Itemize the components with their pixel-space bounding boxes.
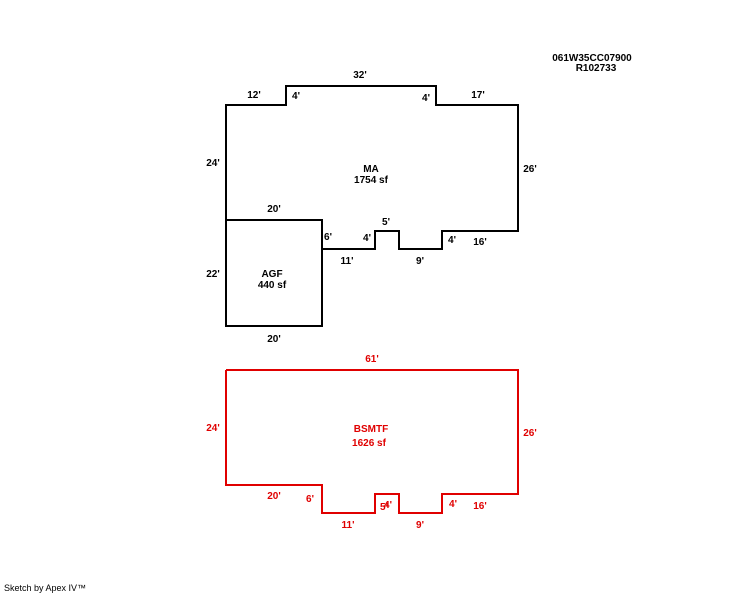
dim-main-bot-mid: 9' (416, 256, 424, 267)
main-area-name: MA (363, 164, 379, 175)
dim-main-bot-right-step: 4' (448, 235, 456, 246)
dim-bsmt-bot-right: 16' (473, 501, 487, 512)
basement-area: 1626 sf (352, 438, 387, 449)
dim-main-bot-left: 11' (341, 256, 354, 267)
dim-bsmt-step-right: 4' (449, 499, 457, 510)
dim-main-inner-top: 20' (267, 204, 281, 215)
garage-name: AGF (261, 269, 282, 280)
dim-bsmt-notch-small: 4' (384, 500, 392, 511)
dim-main-notch-left: 4' (363, 233, 371, 244)
dim-main-bot-right: 16' (473, 237, 487, 248)
parcel-id: 061W35CC07900 (552, 53, 632, 64)
dim-bsmt-bot-mid-left: 11' (342, 520, 355, 531)
garage-outline (225, 219, 323, 327)
dim-main-top: 32' (353, 70, 367, 81)
sketch-credit: Sketch by Apex IV™ (4, 583, 87, 593)
parcel-ref: R102733 (576, 63, 617, 74)
dim-garage-bottom: 20' (267, 334, 281, 345)
main-area-size: 1754 sf (354, 175, 389, 186)
dim-bsmt-bot-left: 20' (267, 491, 281, 502)
dim-bsmt-step-left: 6' (306, 494, 314, 505)
garage-area: 440 sf (258, 280, 287, 291)
dim-main-top-right: 17' (471, 90, 485, 101)
dim-main-left-step: 6' (324, 232, 332, 243)
dim-bsmt-right: 26' (523, 428, 537, 439)
dim-garage-left: 22' (206, 269, 220, 280)
dim-bsmt-top: 61' (365, 354, 379, 365)
dim-main-step-left: 4' (292, 91, 300, 102)
dim-main-notch-top: 5' (382, 217, 390, 228)
basement-outline (225, 369, 519, 514)
dim-bsmt-notch: 5' (380, 502, 388, 513)
main-floor-outline (225, 85, 519, 250)
dim-bsmt-left: 24' (206, 423, 220, 434)
dim-main-top-left: 12' (247, 90, 261, 101)
dim-bsmt-bot-mid-right: 9' (416, 520, 424, 531)
dim-main-step-right: 4' (422, 93, 430, 104)
dim-main-right: 26' (523, 164, 537, 175)
dim-main-left: 24' (206, 158, 220, 169)
basement-name: BSMTF (354, 424, 388, 435)
